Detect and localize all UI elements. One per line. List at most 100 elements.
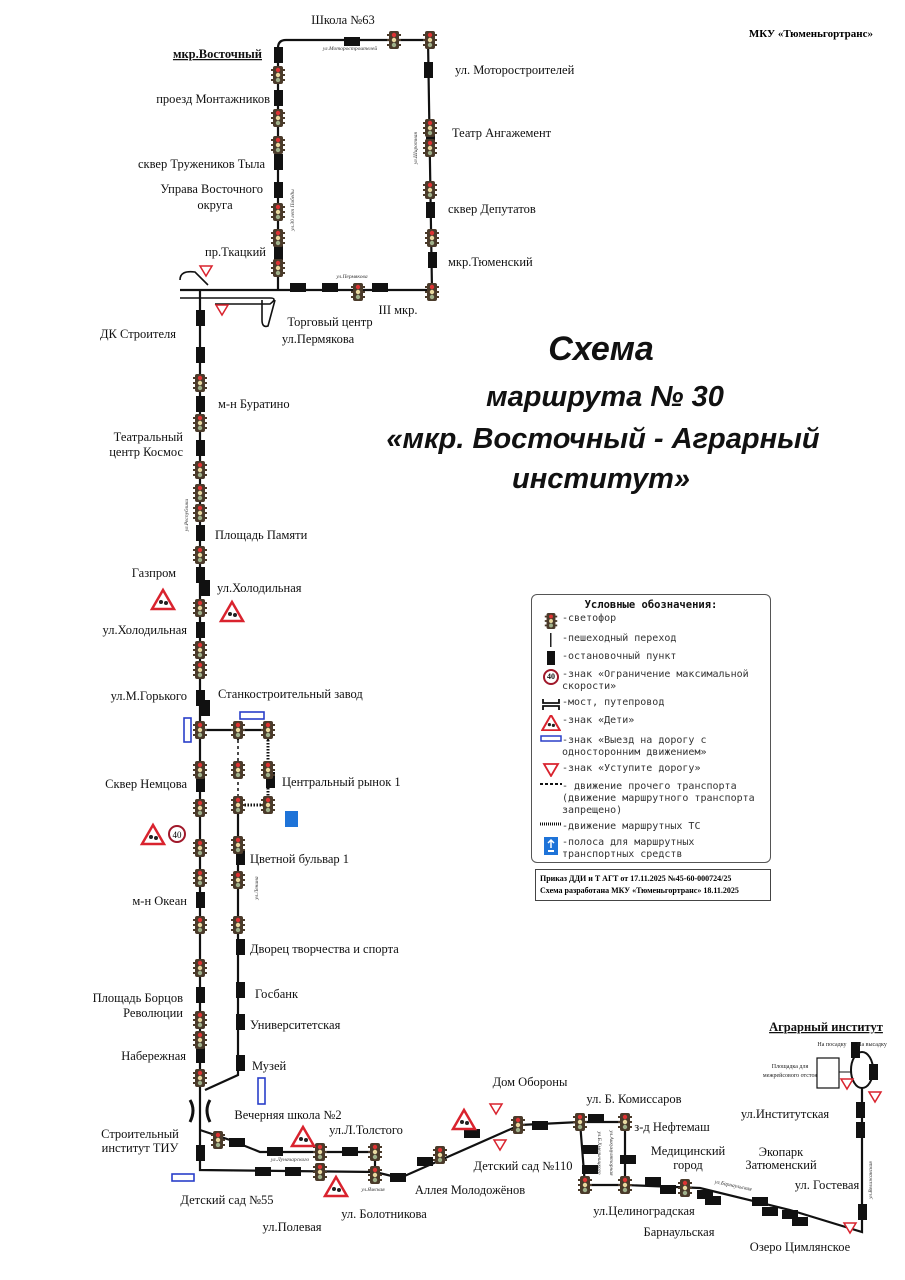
stop-label: Озеро Цимлянское bbox=[750, 1240, 851, 1254]
traffic-light-icon bbox=[193, 916, 207, 934]
yield-sign-icon bbox=[199, 265, 213, 277]
children-sign-icon bbox=[140, 823, 166, 846]
stop-label: ул.Холодильная bbox=[217, 581, 302, 595]
legend-item: -светофор bbox=[532, 613, 770, 629]
bus-stop-icon bbox=[645, 1177, 661, 1186]
stop-label: сквер Тружеников Тыла bbox=[138, 157, 265, 171]
bus-stop-icon bbox=[274, 154, 283, 170]
legend-item: - движение прочего транспорта (движение … bbox=[532, 781, 770, 817]
stop-label: Управа Восточного bbox=[160, 182, 263, 196]
traffic-light-icon bbox=[193, 1031, 207, 1049]
legend-item: -знак «Уступите дорогу» bbox=[532, 763, 770, 777]
traffic-light-icon bbox=[231, 871, 245, 889]
bus-stop-icon bbox=[858, 1204, 867, 1220]
title-line-1: Схема bbox=[548, 330, 654, 368]
bus-stop-icon bbox=[229, 1138, 245, 1147]
one-way-entry-icon bbox=[171, 1173, 195, 1182]
street-label: ул.Ленина bbox=[254, 876, 260, 900]
stop-label: Торговый центр bbox=[287, 315, 372, 329]
legend-item-text: -полоса для маршрутных транспортных сред… bbox=[562, 837, 695, 860]
stop-label: Экопарк bbox=[759, 1145, 804, 1159]
layover-label: Площадка для bbox=[772, 1064, 809, 1070]
speed-limit-icon: 40 bbox=[540, 669, 562, 685]
bus-stop-icon bbox=[344, 37, 360, 46]
interchange-ramps bbox=[179, 270, 276, 328]
bridge-marks bbox=[188, 1099, 212, 1123]
legend-item: -остановочный пункт bbox=[532, 651, 770, 665]
bus-stop-icon bbox=[428, 252, 437, 268]
yield-sign-icon bbox=[868, 1091, 882, 1103]
bus-stop-icon bbox=[196, 396, 205, 412]
bus-stop-icon bbox=[424, 62, 433, 78]
traffic-light-icon bbox=[261, 796, 275, 814]
yield-sign-icon bbox=[840, 1078, 854, 1090]
traffic-light-icon bbox=[231, 916, 245, 934]
stop-label: Детский сад №55 bbox=[180, 1193, 273, 1207]
traffic-light-icon bbox=[193, 599, 207, 617]
bus-stop-icon bbox=[856, 1102, 865, 1118]
bus-stop-icon bbox=[540, 651, 562, 665]
order-note: Приказ ДДИ и Т АГТ от 17.11.2025 №45-60-… bbox=[535, 869, 771, 901]
bus-stop-icon bbox=[660, 1185, 676, 1194]
traffic-light-icon bbox=[193, 461, 207, 479]
legend-item-text: - движение прочего транспорта (движение … bbox=[562, 781, 755, 816]
stop-label: III мкр. bbox=[379, 303, 418, 317]
yield-sign-icon bbox=[489, 1103, 503, 1115]
bus-stop-icon bbox=[196, 690, 205, 706]
stop-label: Площадь Памяти bbox=[215, 528, 308, 542]
bus-stop-icon bbox=[417, 1157, 433, 1166]
traffic-light-icon bbox=[511, 1116, 525, 1134]
stop-label: ул.Полевая bbox=[263, 1220, 322, 1234]
traffic-light-icon bbox=[425, 229, 439, 247]
order-line-1: Приказ ДДИ и Т АГТ от 17.11.2025 №45-60-… bbox=[540, 874, 732, 883]
bus-stop-icon bbox=[236, 1014, 245, 1030]
legend-item: -полоса для маршрутных транспортных сред… bbox=[532, 837, 770, 861]
stop-label: Газпром bbox=[132, 566, 176, 580]
bus-stop-icon bbox=[532, 1121, 548, 1130]
yield-sign-icon bbox=[493, 1139, 507, 1151]
traffic-light-icon bbox=[423, 139, 437, 157]
stop-label: Революции bbox=[123, 1006, 183, 1020]
boarding-label: На посадку bbox=[817, 1042, 846, 1048]
traffic-light-icon bbox=[578, 1176, 592, 1194]
bus-stop-icon bbox=[236, 1055, 245, 1071]
bus-stop-icon bbox=[255, 1167, 271, 1176]
traffic-light-icon bbox=[231, 836, 245, 854]
bus-stop-icon bbox=[196, 525, 205, 541]
traffic-light-icon bbox=[193, 839, 207, 857]
stop-label: Станкостроительный завод bbox=[218, 687, 363, 701]
stop-label: Театральный bbox=[114, 430, 184, 444]
legend-item: 40-знак «Ограничение максимальной скорос… bbox=[532, 669, 770, 693]
title-line-2: маршрута № 30 bbox=[486, 381, 724, 413]
bus-stop-icon bbox=[196, 622, 205, 638]
children-sign-icon bbox=[451, 1108, 477, 1131]
stop-label: Набережная bbox=[121, 1049, 186, 1063]
stop-label: мкр.Тюменский bbox=[448, 255, 533, 269]
children-sign-icon bbox=[290, 1125, 316, 1148]
bus-stop-icon bbox=[390, 1173, 406, 1182]
stop-label: Госбанк bbox=[255, 987, 299, 1001]
stop-label: Театр Ангажемент bbox=[452, 126, 552, 140]
traffic-light-icon bbox=[271, 109, 285, 127]
stop-label: округа bbox=[197, 198, 233, 212]
bus-stop-icon bbox=[851, 1042, 860, 1058]
stop-label: Вечерняя школа №2 bbox=[234, 1108, 341, 1122]
traffic-light-icon bbox=[193, 761, 207, 779]
traffic-light-icon bbox=[193, 641, 207, 659]
legend-item: -знак «Выезд на дорогу с односторонним д… bbox=[532, 735, 770, 759]
legend-item: -движение маршрутных ТС bbox=[532, 821, 770, 833]
street-label: ул.Моторостроителей bbox=[322, 45, 377, 52]
legend-item-text: -знак «Уступите дорогу» bbox=[562, 763, 701, 774]
traffic-light-icon bbox=[423, 181, 437, 199]
bus-stop-icon bbox=[782, 1210, 798, 1219]
traffic-light-icon bbox=[193, 1011, 207, 1029]
bus-stop-icon bbox=[274, 244, 283, 260]
legend-item-text: -знак «Ограничение максимальной скорости… bbox=[562, 669, 749, 692]
bus-stop-icon bbox=[426, 202, 435, 218]
bus-stop-icon bbox=[274, 47, 283, 63]
stop-label: Затюменский bbox=[745, 1158, 817, 1172]
traffic-light-icon bbox=[387, 31, 401, 49]
traffic-light-icon bbox=[193, 869, 207, 887]
bus-stop-icon bbox=[588, 1114, 604, 1123]
traffic-light-icon bbox=[193, 799, 207, 817]
